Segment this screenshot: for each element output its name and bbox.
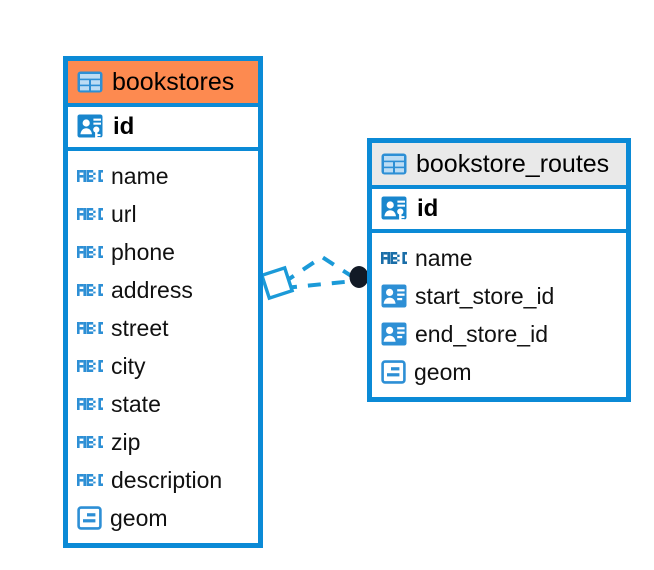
field-label: geom (414, 358, 472, 385)
field-row[interactable]: geom (372, 353, 626, 391)
field-row[interactable]: description (68, 461, 258, 499)
connector-line-upper (281, 254, 358, 285)
field-row[interactable]: name (372, 239, 626, 277)
field-row[interactable]: zip (68, 423, 258, 461)
field-label: start_store_id (415, 282, 555, 309)
primary-key-label: id (417, 195, 439, 222)
text-abc-icon (77, 470, 103, 490)
connector-source-diamond-icon (259, 265, 295, 301)
field-row[interactable]: name (68, 157, 258, 195)
field-row[interactable]: address (68, 271, 258, 309)
text-abc-icon (77, 242, 103, 262)
field-row[interactable]: url (68, 195, 258, 233)
field-label: description (111, 466, 223, 493)
field-row[interactable]: geom (68, 499, 258, 537)
entity-bookstore-routes[interactable]: bookstore_routes id (367, 138, 631, 402)
field-label: city (111, 352, 146, 379)
field-label: geom (110, 504, 168, 531)
primary-key-row[interactable]: id (372, 189, 626, 233)
text-abc-icon (77, 318, 103, 338)
field-label: end_store_id (415, 320, 548, 347)
field-row[interactable]: city (68, 347, 258, 385)
field-label: state (111, 390, 161, 417)
field-label: street (111, 314, 169, 341)
field-label: address (111, 276, 193, 303)
field-list-bookstores: name (68, 151, 258, 543)
connector-target-circle-icon (349, 266, 369, 288)
text-abc-icon (381, 248, 407, 268)
text-abc-icon (77, 166, 103, 186)
table-icon (77, 71, 103, 93)
field-label: zip (111, 428, 141, 455)
field-label: phone (111, 238, 175, 265)
geometry-icon (77, 506, 102, 530)
field-row[interactable]: street (68, 309, 258, 347)
entity-bookstores[interactable]: bookstores id (63, 56, 263, 548)
entity-header-bookstore-routes[interactable]: bookstore_routes (372, 143, 626, 189)
field-label: name (415, 244, 473, 271)
field-row[interactable]: start_store_id (372, 277, 626, 315)
primary-key-row[interactable]: id (68, 107, 258, 151)
text-abc-icon (77, 280, 103, 300)
field-label: name (111, 162, 169, 189)
field-list-bookstore-routes: name start_store_id (372, 233, 626, 397)
entity-title: bookstores (112, 67, 235, 96)
primary-key-icon (381, 195, 409, 223)
entity-title: bookstore_routes (416, 149, 610, 178)
field-row[interactable]: state (68, 385, 258, 423)
connector-line-lower (283, 279, 355, 290)
entity-header-bookstores[interactable]: bookstores (68, 61, 258, 107)
text-abc-icon (77, 394, 103, 414)
geometry-icon (381, 360, 406, 384)
primary-key-icon (77, 113, 105, 141)
field-label: url (111, 200, 137, 227)
foreign-key-icon (381, 322, 407, 346)
text-abc-icon (77, 356, 103, 376)
text-abc-icon (77, 204, 103, 224)
field-row[interactable]: end_store_id (372, 315, 626, 353)
foreign-key-icon (381, 284, 407, 308)
field-row[interactable]: phone (68, 233, 258, 271)
table-icon (381, 153, 407, 175)
text-abc-icon (77, 432, 103, 452)
primary-key-label: id (113, 113, 135, 140)
